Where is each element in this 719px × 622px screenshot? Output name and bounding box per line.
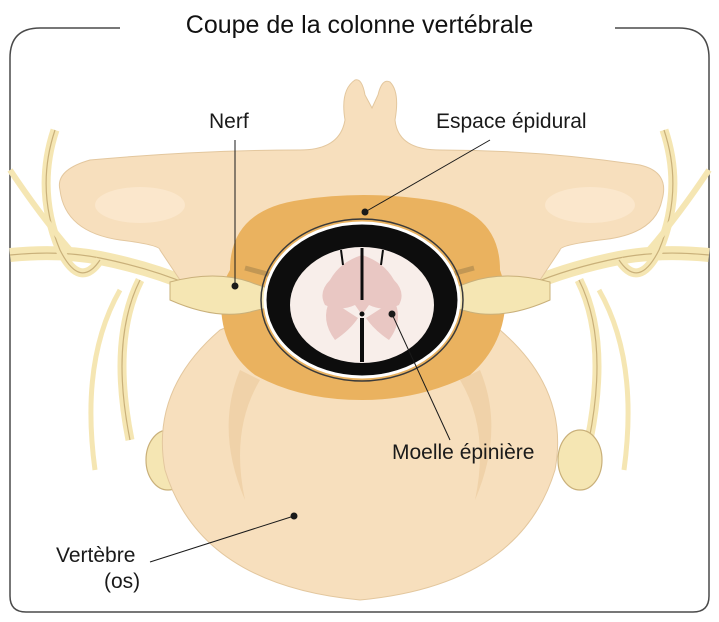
label-epidural-space: Espace épidural (436, 110, 587, 134)
label-spinal-cord: Moelle épinière (392, 441, 534, 465)
right-ganglion (558, 430, 602, 490)
figure-title-text: Coupe de la colonne vertébrale (170, 11, 549, 39)
label-nerve: Nerf (209, 110, 249, 134)
figure-title: Coupe de la colonne vertébrale (0, 10, 719, 40)
spinal-cord (290, 247, 434, 363)
label-vertebra: Vertèbre (56, 544, 135, 568)
label-vertebra-bone: (os) (104, 570, 140, 594)
